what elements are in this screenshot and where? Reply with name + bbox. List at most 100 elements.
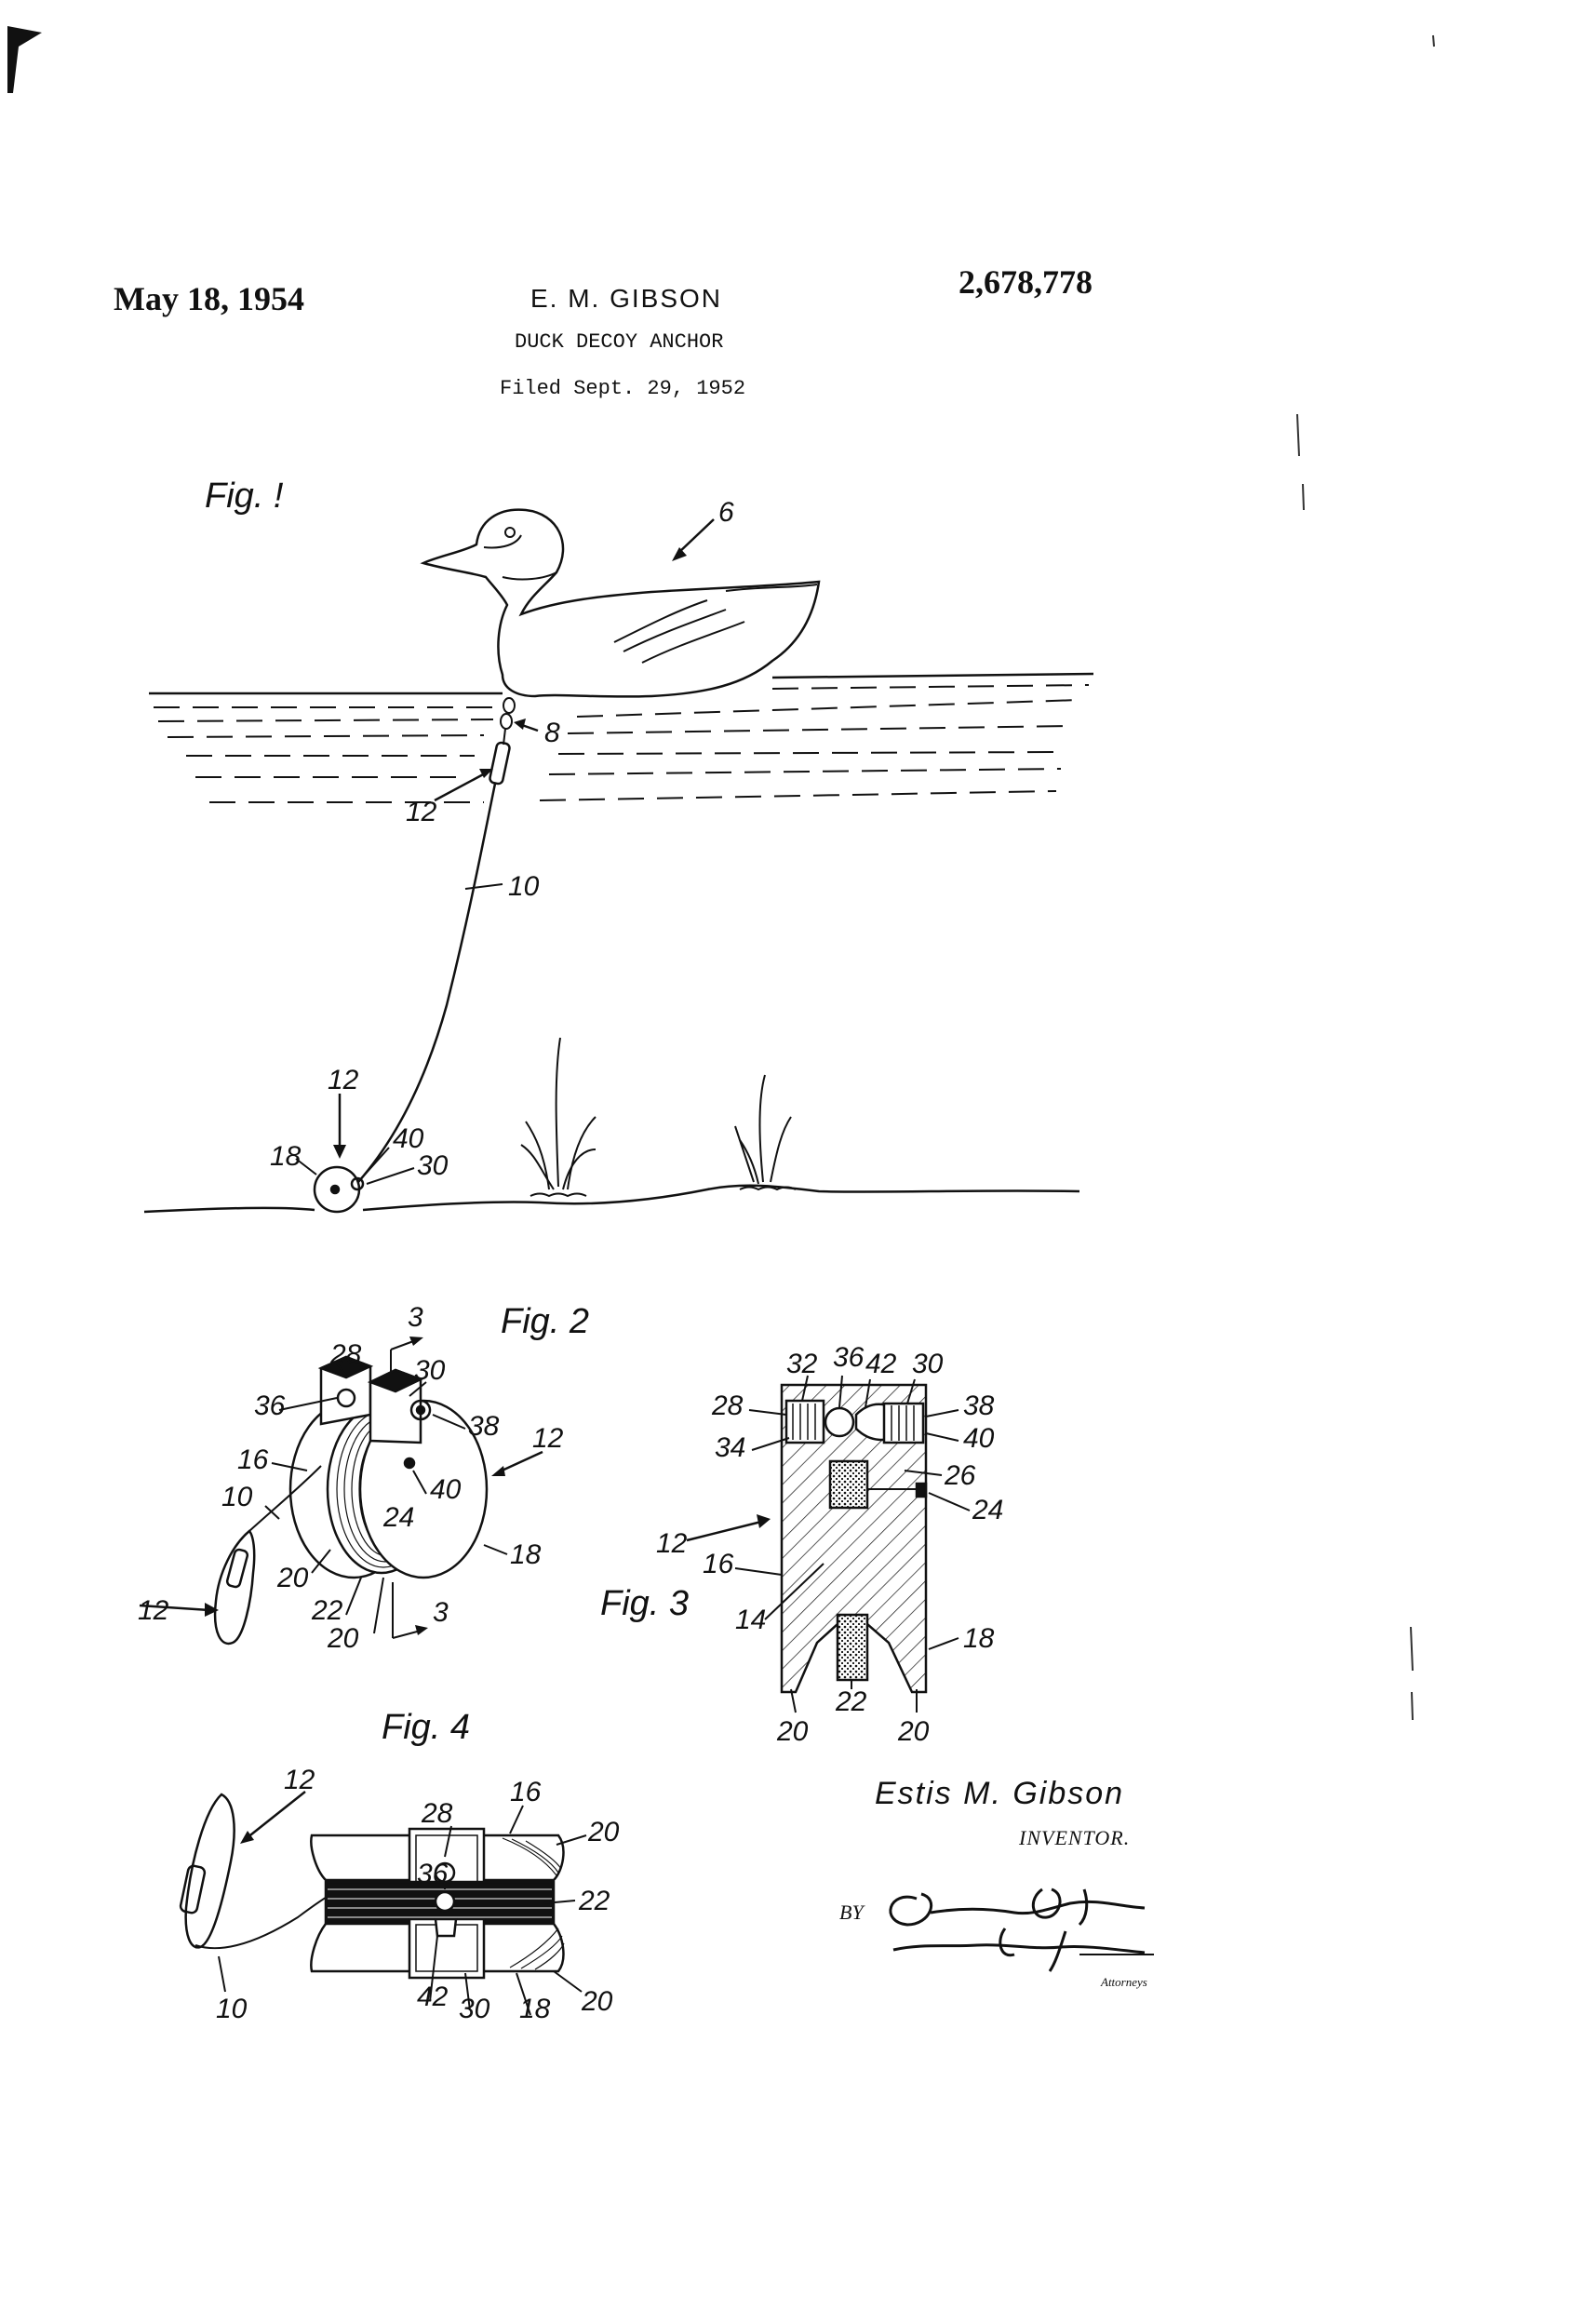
threads-40 <box>891 1405 915 1441</box>
duck-feather <box>613 599 708 643</box>
patent-number: 2,678,778 <box>959 263 1093 301</box>
ref-12: 12 <box>656 1528 688 1559</box>
attorney-signature <box>889 1887 1154 1972</box>
ref-20: 20 <box>327 1623 359 1654</box>
sea-bottom <box>143 1184 1080 1214</box>
ref-18: 18 <box>963 1623 995 1654</box>
ref-22: 22 <box>578 1886 610 1916</box>
snap-12 <box>213 1529 256 1646</box>
figure-2: Fig. 2 <box>138 1302 589 1654</box>
ref-34: 34 <box>715 1432 745 1463</box>
leader-6 <box>677 518 715 555</box>
ref-40: 40 <box>963 1423 995 1454</box>
ref-30: 30 <box>912 1349 944 1379</box>
ear-30 <box>408 1917 486 1980</box>
ref-14: 14 <box>735 1605 766 1635</box>
filing-date: Filed Sept. 29, 1952 <box>500 377 746 400</box>
ref-22: 22 <box>835 1686 867 1717</box>
ref-18: 18 <box>519 1994 551 2024</box>
water-lines <box>154 684 1090 803</box>
leader-10 <box>464 883 503 890</box>
margin-mark <box>1410 1626 1414 1672</box>
inventor-role: INVENTOR. <box>1019 1826 1131 1849</box>
bolt-36 <box>824 1406 855 1438</box>
duck-feather <box>623 609 727 652</box>
ref-16: 16 <box>237 1444 269 1475</box>
head-42 <box>434 1917 458 1938</box>
leader-12 <box>497 1450 543 1474</box>
ref-12: 12 <box>328 1065 359 1095</box>
ref-36: 36 <box>254 1390 286 1421</box>
inventor-header: E. M. GIBSON <box>530 284 723 313</box>
patent-title: DUCK DECOY ANCHOR <box>515 330 724 354</box>
ref-30: 30 <box>459 1994 490 2024</box>
ref-12: 12 <box>406 797 437 827</box>
ref-20: 20 <box>776 1716 809 1747</box>
ref-30: 30 <box>417 1150 449 1181</box>
anchor-line-10 <box>357 783 497 1183</box>
ref-20: 20 <box>581 1986 613 2017</box>
margin-mark <box>1411 1691 1414 1721</box>
duck-neck-line <box>502 571 557 581</box>
figure-3: Fig. 3 <box>600 1342 1003 1747</box>
ref-26: 26 <box>944 1460 976 1491</box>
duck-bill-line <box>483 534 522 549</box>
ref-24: 24 <box>972 1495 1003 1525</box>
leader-12 <box>246 1791 306 1839</box>
swivel-8 <box>500 697 516 746</box>
screw-38-head <box>415 1404 426 1416</box>
duck-feather <box>641 621 745 664</box>
snap-12 <box>184 1793 235 1949</box>
screw-38 <box>409 1399 432 1421</box>
ref-38: 38 <box>468 1411 500 1442</box>
ref-3: 3 <box>433 1597 449 1628</box>
ear-30-section <box>882 1402 925 1444</box>
fig2-label: Fig. 2 <box>501 1302 589 1341</box>
duck-tail-line <box>725 584 818 592</box>
corner-mark <box>7 26 42 93</box>
ref-40: 40 <box>430 1474 462 1505</box>
ref-12: 12 <box>284 1765 315 1795</box>
ref-8: 8 <box>544 718 560 748</box>
ref-42: 42 <box>417 1981 449 2012</box>
ref-24: 24 <box>382 1502 414 1533</box>
ref-18: 18 <box>510 1539 542 1570</box>
anchor-ear <box>350 1176 365 1191</box>
ear-28-section <box>784 1399 825 1444</box>
leader-30 <box>366 1167 415 1185</box>
ref-20: 20 <box>897 1716 930 1747</box>
ref-32: 32 <box>786 1349 818 1379</box>
ref-12: 12 <box>138 1595 169 1626</box>
duck-eye <box>504 527 516 538</box>
ref-38: 38 <box>963 1390 995 1421</box>
ref-20: 20 <box>587 1817 620 1847</box>
leader-12b <box>139 1604 210 1612</box>
ref-20: 20 <box>276 1563 309 1593</box>
margin-mark <box>1432 34 1435 47</box>
bolt-36 <box>336 1388 356 1408</box>
ref-28: 28 <box>421 1798 453 1829</box>
leader-12a <box>434 771 488 802</box>
ref-10: 10 <box>508 871 540 902</box>
ref-42: 42 <box>865 1349 897 1379</box>
inventor-signature-name: Estis M. Gibson <box>875 1776 1125 1811</box>
leader-18 <box>295 1158 317 1175</box>
duck-decoy <box>420 508 821 698</box>
leader-12 <box>686 1520 762 1542</box>
ref-10: 10 <box>216 1994 248 2024</box>
ref-40: 40 <box>393 1123 424 1154</box>
cavity-26 <box>828 1459 869 1510</box>
plant-1 <box>520 1037 597 1198</box>
attorneys-label: Attorneys <box>1101 1975 1147 1989</box>
ref-10: 10 <box>221 1482 253 1512</box>
ref-36: 36 <box>833 1342 865 1373</box>
figure-1: Fig. ! <box>143 477 1094 1214</box>
ear-30-top <box>367 1368 424 1393</box>
threads-34 <box>792 1404 816 1440</box>
spool-hub <box>434 1890 456 1913</box>
ref-36: 36 <box>417 1859 449 1889</box>
water-surface <box>771 672 1094 679</box>
ref-3: 3 <box>408 1302 423 1333</box>
